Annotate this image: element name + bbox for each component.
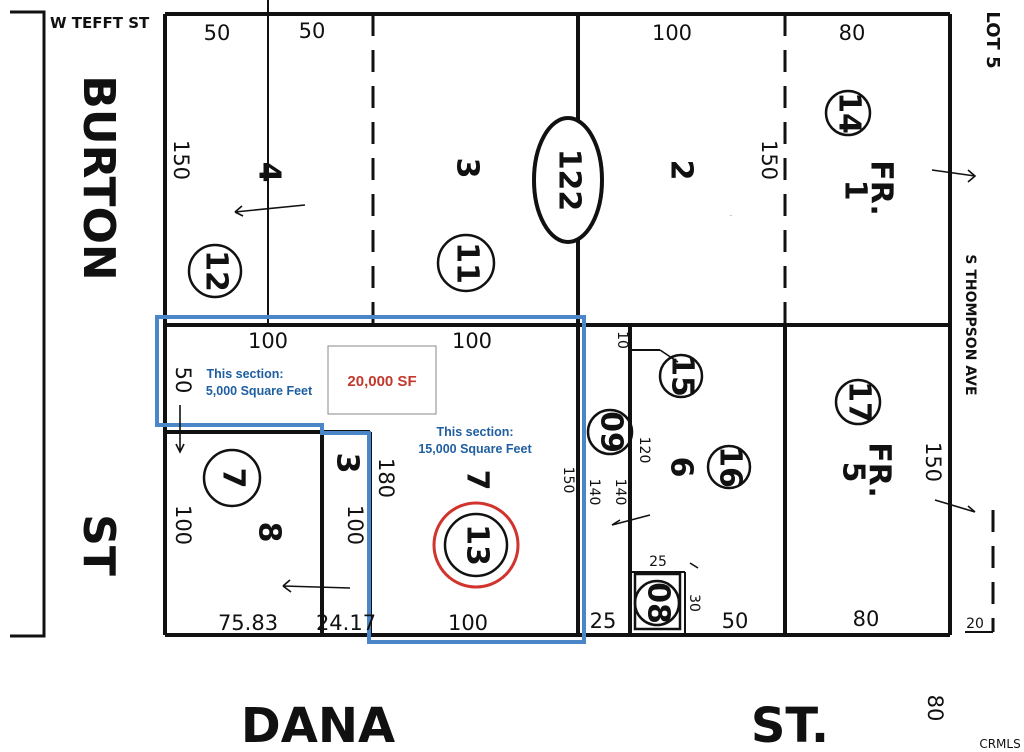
s-thompson-ave-label: S THOMPSON AVE: [962, 254, 978, 395]
block-number: 122: [552, 149, 587, 212]
parcel-14-label: 14: [832, 92, 867, 134]
dim-top-50a: 50: [204, 21, 231, 45]
lot-1-label: 1: [838, 180, 873, 201]
parcel-09-label: 09: [594, 411, 629, 453]
large-section-line2: 15,000 Square Feet: [418, 442, 532, 456]
dim-bot-2417: 24.17: [316, 611, 376, 635]
dim-top-80: 80: [839, 21, 866, 45]
small-section-line2: 5,000 Square Feet: [206, 384, 313, 398]
dashed-lot-lines: [371, 14, 995, 632]
dim-lot7-150: 150: [560, 467, 576, 494]
dim-small-25: 25: [649, 554, 667, 570]
lot-5-prefix: FR.: [862, 442, 897, 498]
lot5-note: LOT 5: [982, 11, 1003, 68]
dim-mid-100a: 100: [248, 329, 288, 353]
dim-left-100: 100: [171, 505, 195, 545]
large-section-line1: This section:: [436, 425, 513, 439]
dim-mid-150: 150: [757, 140, 781, 180]
parcel-17-label: 17: [842, 381, 877, 423]
dim-bot-100: 100: [448, 611, 488, 635]
dim-lot5-150: 150: [921, 442, 945, 482]
parcel-11-label: 11: [450, 242, 485, 284]
parcel-13-label: 13: [460, 524, 495, 566]
dim-small-10: 10: [614, 331, 630, 349]
arrow-marks: [175, 169, 977, 593]
block-number-oval: [532, 116, 604, 244]
total-sf-box: [327, 345, 437, 415]
lot-6-label: 6: [664, 457, 699, 478]
dim-top-50b: 50: [299, 19, 326, 43]
dana-street-label: DANA: [241, 698, 395, 752]
dim-mid-100b: 100: [452, 329, 492, 353]
dim-lot3-100: 100: [343, 505, 367, 545]
parcel-12-label: 12: [199, 250, 234, 292]
dim-lot6-140a: 140: [586, 479, 602, 506]
parcel-15-label: 15: [665, 355, 700, 397]
dim-lot6-140b: 140: [612, 479, 628, 506]
crmls-watermark: CRMLS: [979, 737, 1020, 751]
w-tefft-st-label: W TEFFT ST: [50, 14, 150, 32]
block-lines: [163, 12, 952, 637]
burton-st-suffix: ST: [73, 514, 124, 576]
dim-left-50: 50: [171, 367, 195, 394]
subject-property-outline: [155, 315, 586, 644]
lot-3-bottom-label: 3: [330, 453, 365, 474]
dim-bot-25: 25: [590, 609, 617, 633]
lot-3-top-label: 3: [450, 158, 485, 179]
lot-8-label: 8: [252, 522, 287, 543]
parcel-16-label: 16: [713, 446, 748, 488]
lot-1-prefix: FR.: [864, 160, 899, 216]
dim-left-150: 150: [169, 140, 193, 180]
parcel-13-highlight: [432, 501, 520, 589]
lot-2-label: 2: [664, 160, 699, 181]
parcel-circles: [187, 89, 882, 631]
dim-bot-80: 80: [853, 607, 880, 631]
thin-lines: [267, 0, 686, 635]
lot-7-label: 7: [460, 470, 495, 491]
dim-top-100: 100: [652, 21, 692, 45]
dim-bot-7583: 75.83: [218, 611, 278, 635]
lot-5-label: 5: [836, 462, 871, 483]
parcel-08-label: 08: [641, 582, 676, 624]
lot-4-label: 4: [252, 162, 287, 183]
dim-lot6-120: 120: [636, 437, 652, 464]
total-sf-label: 20,000 SF: [347, 373, 416, 390]
parcel-7-label: 7: [216, 468, 251, 489]
burton-street-label: BURTON: [73, 75, 124, 280]
dim-small-30: 30: [686, 594, 702, 612]
point-mark: ·: [730, 213, 732, 220]
burton-street-bracket: [10, 10, 46, 638]
dana-st-suffix: ST.: [751, 698, 829, 752]
dim-side-80: 80: [923, 695, 947, 722]
dim-bot-20: 20: [966, 616, 984, 632]
small-section-line1: This section:: [206, 367, 283, 381]
dim-lot7-180: 180: [374, 458, 398, 498]
dim-bot-50: 50: [722, 609, 749, 633]
